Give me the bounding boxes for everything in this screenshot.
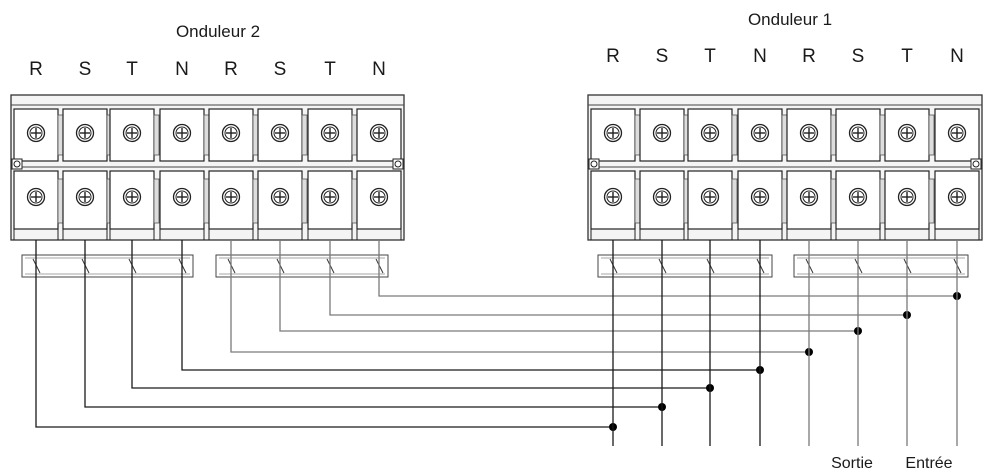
- screw-icon: [172, 187, 192, 207]
- terminal-cell-8: [356, 108, 402, 240]
- screw-icon: [700, 187, 720, 207]
- inv1-label-2: S: [656, 46, 669, 67]
- screw-icon: [221, 187, 241, 207]
- screw-icon: [750, 187, 770, 207]
- inv2-label-5: R: [224, 59, 238, 80]
- screw-icon: [799, 123, 819, 143]
- terminal-cell-1: [590, 108, 636, 240]
- screw-icon: [75, 187, 95, 207]
- screw-icon: [320, 187, 340, 207]
- inv1-label-4: N: [753, 46, 767, 67]
- screw-icon: [750, 123, 770, 143]
- screw-icon: [897, 187, 917, 207]
- terminal-cell-2: [62, 108, 108, 240]
- inv2-label-1: R: [29, 59, 43, 80]
- inv1-label-8: N: [950, 46, 964, 67]
- screw-icon: [603, 187, 623, 207]
- screw-icon: [799, 187, 819, 207]
- terminal-cell-6: [257, 108, 303, 240]
- screw-icon: [652, 187, 672, 207]
- terminal-cell-1: [13, 108, 59, 240]
- screw-icon: [848, 123, 868, 143]
- wiring: [35, 240, 961, 446]
- terminal-blocks: [10, 94, 983, 278]
- mounting-hole-icon: [392, 158, 404, 170]
- inverter2-input-bus: [215, 254, 389, 278]
- terminal-cell-6: [835, 108, 881, 240]
- inv2-label-2: S: [79, 59, 92, 80]
- inverter2-title: Onduleur 2: [176, 22, 260, 41]
- inv2-label-4: N: [175, 59, 189, 80]
- wire-6: [279, 240, 862, 335]
- terminal-cell-7: [884, 108, 930, 240]
- wire-7: [329, 240, 911, 319]
- inv1-label-3: T: [704, 46, 716, 67]
- inverter1-output-bus: [597, 254, 773, 278]
- screw-icon: [897, 123, 917, 143]
- terminal-cell-8: [934, 108, 980, 240]
- terminal-cell-4: [159, 108, 205, 240]
- screw-icon: [603, 123, 623, 143]
- screw-icon: [270, 123, 290, 143]
- inv2-label-3: T: [126, 59, 138, 80]
- terminal-cell-3: [109, 108, 155, 240]
- terminal-cell-5: [208, 108, 254, 240]
- screw-icon: [848, 187, 868, 207]
- inverter1-input-bus: [793, 254, 969, 278]
- screw-icon: [26, 123, 46, 143]
- screw-icon: [122, 123, 142, 143]
- inv2-label-8: N: [372, 59, 386, 80]
- inverter1-title: Onduleur 1: [748, 10, 832, 29]
- inv1-label-1: R: [606, 46, 620, 67]
- screw-icon: [221, 123, 241, 143]
- screw-icon: [270, 187, 290, 207]
- terminal-cell-2: [639, 108, 685, 240]
- inverter2-terminal-block: [10, 94, 405, 241]
- inv2-label-6: S: [274, 59, 287, 80]
- input-label: Entrée: [905, 455, 952, 472]
- terminal-cell-7: [307, 108, 353, 240]
- screw-icon: [75, 123, 95, 143]
- mounting-hole-icon: [11, 158, 23, 170]
- terminal-cell-4: [737, 108, 783, 240]
- inv2-label-7: T: [324, 59, 336, 80]
- screw-icon: [320, 123, 340, 143]
- terminal-cell-3: [687, 108, 733, 240]
- inv1-label-7: T: [901, 46, 913, 67]
- mounting-hole-icon: [970, 158, 982, 170]
- screw-icon: [122, 187, 142, 207]
- inverter1-terminal-labels: R S T N R S T N: [606, 46, 964, 67]
- inverter1-terminal-block: [587, 94, 983, 241]
- output-label: Sortie: [831, 455, 873, 472]
- screw-icon: [172, 123, 192, 143]
- screw-icon: [700, 123, 720, 143]
- inv1-label-5: R: [802, 46, 816, 67]
- mounting-hole-icon: [588, 158, 600, 170]
- screw-icon: [652, 123, 672, 143]
- terminal-cell-5: [786, 108, 832, 240]
- screw-icon: [369, 187, 389, 207]
- screw-icon: [369, 123, 389, 143]
- screw-icon: [947, 187, 967, 207]
- inv1-label-6: S: [852, 46, 865, 67]
- screw-icon: [947, 123, 967, 143]
- inverter2-terminal-labels: R S T N R S T N: [29, 59, 386, 80]
- screw-icon: [26, 187, 46, 207]
- inverter2-output-bus: [21, 254, 194, 278]
